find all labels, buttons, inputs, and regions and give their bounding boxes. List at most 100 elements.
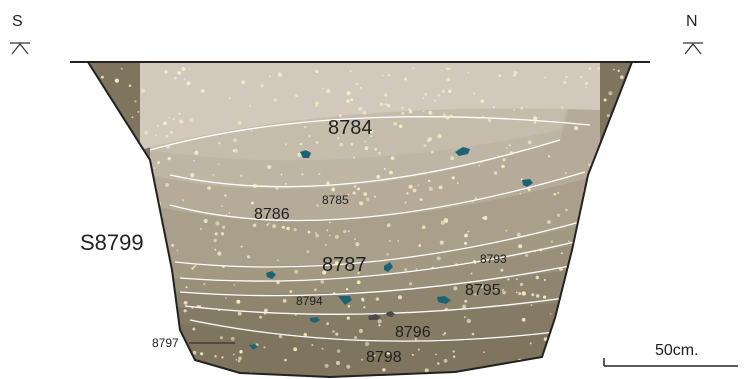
- speckle-dot: [342, 201, 346, 204]
- speckle-dot: [505, 229, 508, 232]
- inclusion-stone: [300, 150, 311, 158]
- speckle-dot: [437, 94, 441, 97]
- speckle-dot: [266, 210, 269, 213]
- speckle-dot: [295, 94, 298, 98]
- speckle-dot: [370, 135, 373, 138]
- speckle-dot: [293, 228, 297, 232]
- speckle-dot: [600, 212, 605, 217]
- speckle-dot: [338, 114, 342, 118]
- speckle-dot: [560, 252, 563, 255]
- speckle-dot: [189, 68, 191, 70]
- speckle-dot: [519, 192, 522, 195]
- speckle-dot: [222, 225, 226, 229]
- speckle-dot: [273, 98, 278, 102]
- speckle-dot: [118, 191, 123, 196]
- speckle-dot: [318, 173, 321, 175]
- speckle-dot: [316, 204, 319, 207]
- layer-label: 8795: [465, 282, 501, 299]
- speckle-dot: [212, 173, 215, 176]
- speckle-dot: [150, 218, 154, 221]
- speckle-dot: [364, 341, 370, 347]
- speckle-dot: [525, 253, 529, 257]
- speckle-dot: [575, 331, 579, 335]
- speckle-dot: [131, 116, 134, 119]
- speckle-dot: [237, 359, 241, 363]
- speckle-dot: [508, 144, 511, 147]
- speckle-dot: [612, 178, 616, 182]
- speckle-dot: [480, 99, 485, 103]
- speckle-dot: [280, 173, 283, 176]
- speckle-dot: [356, 280, 361, 285]
- speckle-dot: [498, 74, 502, 78]
- speckle-dot: [299, 142, 302, 146]
- speckle-dot: [404, 77, 407, 81]
- speckle-dot: [294, 269, 299, 274]
- speckle-dot: [378, 324, 381, 327]
- speckle-dot: [101, 141, 104, 144]
- speckle-dot: [267, 222, 270, 225]
- speckle-dot: [183, 367, 187, 370]
- speckle-dot: [199, 227, 203, 231]
- speckle-dot: [286, 226, 290, 231]
- speckle-dot: [583, 265, 588, 270]
- speckle-dot: [373, 195, 376, 198]
- speckle-dot: [502, 290, 507, 295]
- speckle-dot: [282, 299, 287, 303]
- speckle-dot: [343, 229, 347, 234]
- speckle-dot: [200, 88, 205, 93]
- speckle-dot: [466, 318, 471, 324]
- speckle-dot: [160, 288, 165, 293]
- speckle-dot: [437, 362, 440, 365]
- speckle-dot: [595, 164, 598, 168]
- speckle-dot: [96, 199, 100, 203]
- speckle-dot: [610, 121, 613, 124]
- speckle-dot: [530, 304, 533, 307]
- speckle-dot: [361, 358, 363, 361]
- speckle-dot: [190, 173, 195, 178]
- speckle-dot: [183, 301, 188, 305]
- speckle-dot: [500, 268, 504, 272]
- speckle-dot: [240, 245, 243, 248]
- speckle-dot: [422, 97, 425, 100]
- speckle-dot: [443, 332, 447, 335]
- speckle-dot: [565, 208, 568, 212]
- speckle-dot: [306, 250, 310, 254]
- speckle-dot: [114, 78, 119, 83]
- speckle-dot: [438, 185, 443, 190]
- speckle-dot: [519, 282, 524, 287]
- speckle-dot: [215, 221, 220, 226]
- speckle-dot: [147, 204, 152, 209]
- speckle-dot: [363, 306, 366, 309]
- speckle-dot: [191, 267, 194, 270]
- speckle-dot: [604, 309, 610, 314]
- speckle-dot: [531, 293, 535, 297]
- speckle-dot: [428, 137, 433, 141]
- speckle-dot: [250, 129, 253, 132]
- speckle-dot: [345, 288, 349, 291]
- speckle-dot: [579, 75, 583, 79]
- speckle-dot: [455, 263, 458, 266]
- speckle-dot: [393, 121, 398, 126]
- speckle-dot: [374, 354, 376, 357]
- speckle-dot: [346, 99, 350, 103]
- speckle-dot: [332, 292, 336, 295]
- speckle-dot: [106, 171, 110, 175]
- speckle-dot: [615, 265, 619, 269]
- speckle-dot: [203, 283, 206, 286]
- speckle-dot: [480, 160, 483, 163]
- speckle-dot: [315, 141, 319, 144]
- speckle-dot: [104, 170, 107, 173]
- speckle-dot: [557, 191, 560, 194]
- speckle-dot: [303, 332, 308, 337]
- speckle-dot: [218, 141, 221, 145]
- speckle-dot: [397, 295, 403, 300]
- speckle-dot: [97, 126, 100, 128]
- speckle-dot: [615, 167, 620, 172]
- speckle-dot: [109, 134, 114, 139]
- speckle-dot: [487, 118, 492, 123]
- speckle-dot: [417, 348, 420, 351]
- speckle-dot: [192, 350, 197, 355]
- speckle-dot: [127, 175, 131, 178]
- speckle-dot: [378, 151, 381, 155]
- speckle-dot: [249, 104, 252, 107]
